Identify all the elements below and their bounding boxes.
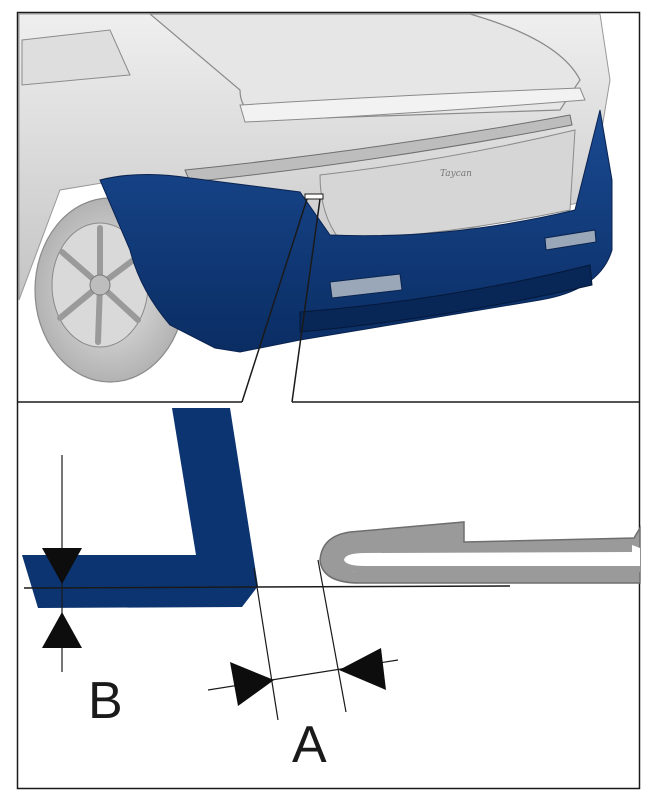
callout-line-right: [291, 198, 321, 403]
side-window: [21, 29, 131, 86]
light-bar: [184, 114, 573, 183]
dim-a-extension-left: [253, 567, 279, 721]
wheel-hub: [89, 274, 111, 296]
reflector-right: [544, 229, 597, 251]
dim-b-arrow-bottom: [42, 612, 82, 648]
dim-label-a: A: [292, 716, 327, 774]
reflector-left: [329, 273, 403, 299]
badge-script: Taycan: [440, 169, 472, 179]
diffuser: [299, 264, 593, 333]
trunk-lid: [319, 129, 576, 241]
dim-a-extension-right: [317, 559, 347, 713]
bumper-section: [22, 408, 258, 608]
reference-line: [23, 585, 511, 589]
car-rear-illustration: Taycan: [18, 13, 613, 383]
dim-a-arrow-left: [230, 662, 274, 706]
callout-gap-cover: [242, 400, 292, 405]
dim-a-arrow-right: [339, 648, 386, 690]
gap-detail: A B: [22, 408, 641, 774]
dim-b-arrow-top: [42, 548, 82, 584]
dim-label-b: B: [88, 672, 123, 730]
inspection-point-marker: [304, 193, 324, 200]
spoiler: [239, 87, 586, 123]
body-panel-fold: [334, 545, 640, 572]
callout-line-left: [241, 198, 308, 403]
